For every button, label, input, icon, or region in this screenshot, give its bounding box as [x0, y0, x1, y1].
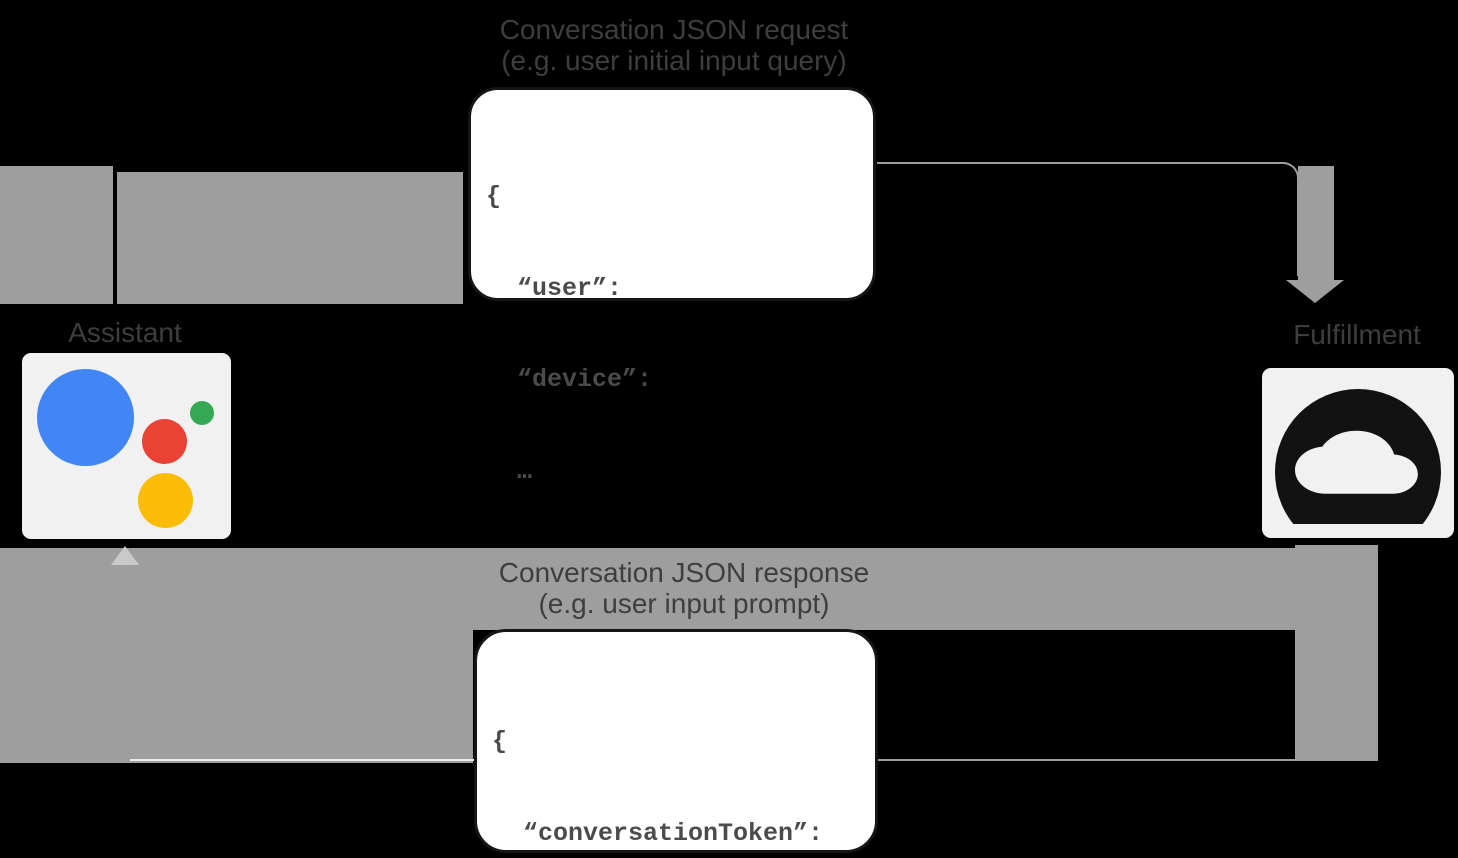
response-arrowhead-up-icon [111, 546, 139, 565]
assistant-blue-circle [37, 369, 134, 466]
response-json-card: { “conversationToken”: “userStorage”: … … [474, 629, 878, 853]
response-arrow-shaft-right [1295, 545, 1378, 761]
assistant-green-circle [190, 401, 214, 425]
response-json-code: { “conversationToken”: “userStorage”: … … [492, 666, 823, 858]
cloud-in-circle-icon [1275, 389, 1441, 524]
request-arrow-connector-line [877, 162, 1299, 276]
response-flow-label: Conversation JSON response (e.g. user in… [389, 557, 979, 619]
response-arrow-shaft-upper [0, 548, 1295, 630]
response-arrow-connector-line [878, 759, 1296, 761]
response-flow-label-line1: Conversation JSON response [498, 557, 870, 588]
response-flow-label-line2: (e.g. user input prompt) [538, 588, 830, 619]
request-arrowhead-down-icon [1286, 280, 1344, 303]
request-flow-label-line2: (e.g. user initial input query) [501, 45, 847, 76]
request-json-card: { “user”: “device”: … } [468, 87, 876, 577]
request-arrow-shaft-left [0, 166, 113, 304]
assistant-yellow-circle [138, 473, 193, 528]
code-line: “user”: [517, 273, 623, 303]
code-line: { [492, 727, 508, 756]
request-flow-label: Conversation JSON request (e.g. user ini… [379, 14, 969, 76]
fulfillment-card [1262, 368, 1454, 538]
assistant-node-label: Assistant [68, 317, 182, 348]
request-flow-label-line1: Conversation JSON request [499, 14, 849, 45]
response-arrow-shaft-left [0, 630, 473, 763]
fulfillment-node-label: Fulfillment [1293, 319, 1421, 350]
request-arrow-shaft-right [1298, 166, 1334, 281]
code-line: { [486, 182, 502, 211]
code-line: “device”: [517, 365, 653, 394]
code-line: … [517, 456, 533, 486]
response-arrow-connector-line-left [130, 759, 474, 761]
code-line: “conversationToken”: [523, 818, 824, 848]
google-assistant-logo [22, 353, 231, 539]
assistant-card [22, 353, 231, 539]
assistant-red-circle [142, 419, 187, 464]
request-arrow-shaft-mid [117, 172, 463, 304]
